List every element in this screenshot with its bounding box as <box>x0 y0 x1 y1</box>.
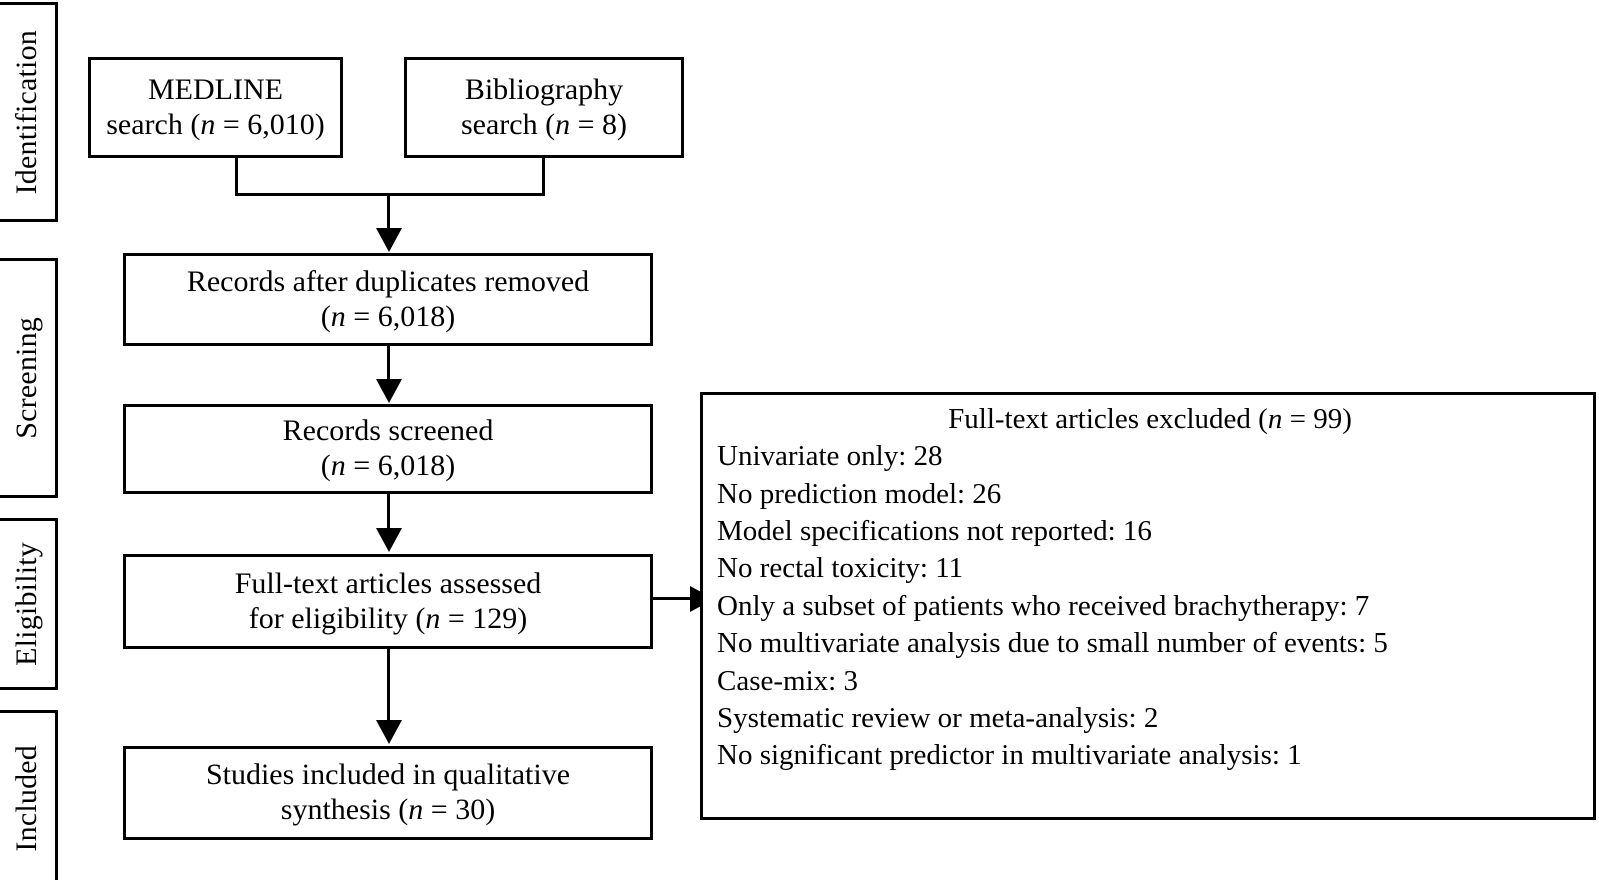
connector-merge-stem <box>387 193 390 228</box>
included-line2-post: = 30) <box>423 793 496 826</box>
exclusion-reason-item: No significant predictor in multivariate… <box>717 739 1302 772</box>
exclusion-title-post: = 99) <box>1282 403 1352 435</box>
exclusion-reason-item: Only a subset of patients who received b… <box>717 589 1370 622</box>
exclusion-reason-list: Univariate only: 28 No prediction model:… <box>717 438 1583 775</box>
screened-n-symbol: n <box>330 449 346 482</box>
bibliography-line2-pre: search ( <box>460 107 556 141</box>
duplicates-line2-pre: ( <box>320 299 331 333</box>
screened-line1: Records screened <box>282 414 494 448</box>
duplicates-line1: Records after duplicates removed <box>186 264 590 298</box>
duplicates-n-symbol: n <box>330 299 346 333</box>
screened-line2-post: = 6,018) <box>345 449 456 482</box>
box-studies-included-text: Studies included in qualitative synthesi… <box>198 758 578 828</box>
stage-box-identification: Identification <box>0 2 58 222</box>
connector-bibliography-drop <box>542 158 545 196</box>
stage-box-included: Included <box>0 710 58 880</box>
box-fulltext-articles-assessed: Full-text articles assessed for eligibil… <box>123 554 653 649</box>
stage-label-eligibility: Eligibility <box>10 542 43 666</box>
box-records-after-duplicates-removed: Records after duplicates removed (n = 6,… <box>123 253 653 346</box>
exclusion-reason-item: Systematic review or meta-analysis: 2 <box>717 701 1159 734</box>
arrow-into-duplicates-removed <box>376 228 402 252</box>
medline-line2-post: = 6,010) <box>215 107 325 141</box>
arrow-into-fulltext-assessed <box>376 528 402 552</box>
connector-screened-to-fulltext <box>387 494 390 529</box>
box-studies-included: Studies included in qualitative synthesi… <box>123 746 653 840</box>
stage-label-screening: Screening <box>10 317 43 439</box>
exclusion-title-n-symbol: n <box>1267 403 1283 435</box>
duplicates-line2-post: = 6,018) <box>345 299 456 333</box>
fulltext-line2-post: = 129) <box>440 601 528 635</box>
exclusion-reason-item: No rectal toxicity: 11 <box>717 552 964 585</box>
fulltext-n-symbol: n <box>425 601 441 635</box>
box-bibliography-search-text: Bibliography search (n = 8) <box>453 73 635 143</box>
connector-merge-horizontal <box>235 193 545 196</box>
bibliography-line1: Bibliography <box>464 72 624 106</box>
exclusion-panel-title: Full-text articles excluded (n = 99) <box>717 401 1583 438</box>
exclusion-title-pre: Full-text articles excluded ( <box>948 403 1268 435</box>
bibliography-line2-post: = 8) <box>570 107 628 141</box>
connector-medline-drop <box>235 158 238 196</box>
box-records-screened: Records screened (n = 6,018) <box>123 404 653 494</box>
stage-box-screening: Screening <box>0 258 58 498</box>
included-n-symbol: n <box>408 793 424 826</box>
connector-fulltext-to-exclusions <box>653 597 693 600</box>
fulltext-line2-pre: for eligibility ( <box>248 601 426 635</box>
connector-fulltext-to-included <box>387 649 390 721</box>
exclusion-reason-item: No multivariate analysis due to small nu… <box>717 627 1388 660</box>
arrow-into-records-screened <box>376 379 402 403</box>
box-records-after-duplicates-removed-text: Records after duplicates removed (n = 6,… <box>179 265 597 335</box>
exclusion-reason-item: No prediction model: 26 <box>717 477 1002 510</box>
connector-duplicates-to-screened <box>387 346 390 381</box>
arrow-into-studies-included <box>376 720 402 744</box>
exclusion-reason-item: Case-mix: 3 <box>717 664 858 697</box>
stage-label-included: Included <box>10 744 43 852</box>
bibliography-n-symbol: n <box>555 107 571 141</box>
box-bibliography-search: Bibliography search (n = 8) <box>404 57 684 158</box>
medline-line2-pre: search ( <box>106 107 201 141</box>
screened-line2-pre: ( <box>320 449 331 482</box>
box-records-screened-text: Records screened (n = 6,018) <box>275 414 502 484</box>
included-line1: Studies included in qualitative <box>205 758 571 792</box>
medline-line1: MEDLINE <box>148 72 283 106</box>
stage-label-identification: Identification <box>10 29 43 195</box>
stage-box-eligibility: Eligibility <box>0 518 58 690</box>
fulltext-line1: Full-text articles assessed <box>234 566 542 600</box>
exclusion-panel: Full-text articles excluded (n = 99) Uni… <box>700 392 1596 820</box>
medline-n-symbol: n <box>200 107 216 141</box>
box-fulltext-articles-assessed-text: Full-text articles assessed for eligibil… <box>227 567 550 637</box>
box-medline-search-text: MEDLINE search (n = 6,010) <box>98 73 333 143</box>
exclusion-reason-item: Univariate only: 28 <box>717 440 943 473</box>
included-line2-pre: synthesis ( <box>280 793 409 826</box>
exclusion-reason-item: Model specifications not reported: 16 <box>717 514 1152 547</box>
box-medline-search: MEDLINE search (n = 6,010) <box>88 57 343 158</box>
